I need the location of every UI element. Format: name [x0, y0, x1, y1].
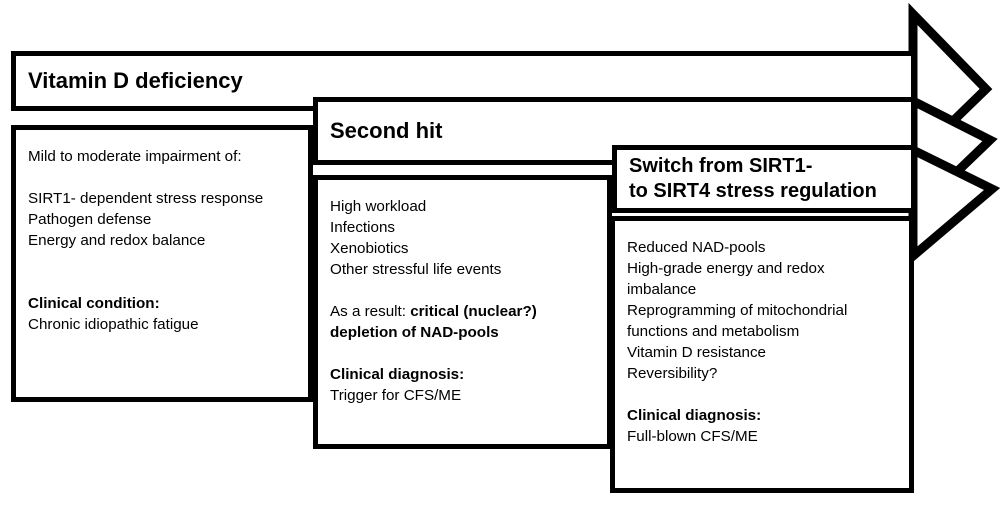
stage-3-arrow	[908, 142, 1000, 266]
text-line: Clinical diagnosis:	[330, 366, 465, 383]
text-spacer	[330, 280, 597, 301]
stage-1-content-box: Mild to moderate impairment of: SIRT1- d…	[11, 125, 313, 402]
stage-3-header-box: Switch from SIRT1- to SIRT4 stress regul…	[612, 145, 916, 213]
stage-3-header-title: Switch from SIRT1- to SIRT4 stress regul…	[629, 155, 877, 202]
text-spacer	[28, 251, 298, 272]
text-spacer	[28, 272, 298, 293]
text-line: Infections	[330, 219, 396, 236]
text-line: Clinical condition:	[28, 295, 160, 312]
stage-1-lines: Mild to moderate impairment of: SIRT1- d…	[28, 146, 298, 335]
text-line: Reversibility?	[627, 365, 718, 382]
text-spacer	[28, 167, 298, 188]
text-line: functions and metabolism	[627, 323, 800, 340]
text-line: Clinical diagnosis:	[627, 407, 762, 424]
stage-1-header-title: Vitamin D deficiency	[28, 67, 243, 93]
text-line: depletion of NAD-pools	[330, 324, 499, 341]
text-line: As a result: critical (nuclear?)	[330, 303, 537, 320]
text-line: High-grade energy and redox	[627, 260, 825, 277]
text-line: SIRT1- dependent stress response	[28, 190, 264, 207]
stage-2-header-title: Second hit	[330, 117, 443, 143]
text-line: Chronic idiopathic fatigue	[28, 316, 199, 333]
text-line: High workload	[330, 198, 427, 215]
text-line: Reduced NAD-pools	[627, 239, 766, 256]
text-line: Xenobiotics	[330, 240, 409, 257]
text-line: Full-blown CFS/ME	[627, 428, 758, 445]
text-spacer	[627, 384, 899, 405]
text-spacer	[330, 343, 597, 364]
text-line: Mild to moderate impairment of:	[28, 148, 242, 165]
text-line: Trigger for CFS/ME	[330, 387, 462, 404]
text-line: Reprogramming of mitochondrial	[627, 302, 848, 319]
text-line: Other stressful life events	[330, 261, 502, 278]
text-line: Pathogen defense	[28, 211, 152, 228]
text-line: imbalance	[627, 281, 697, 298]
text-line: Energy and redox balance	[28, 232, 206, 249]
text-line: Vitamin D resistance	[627, 344, 766, 361]
